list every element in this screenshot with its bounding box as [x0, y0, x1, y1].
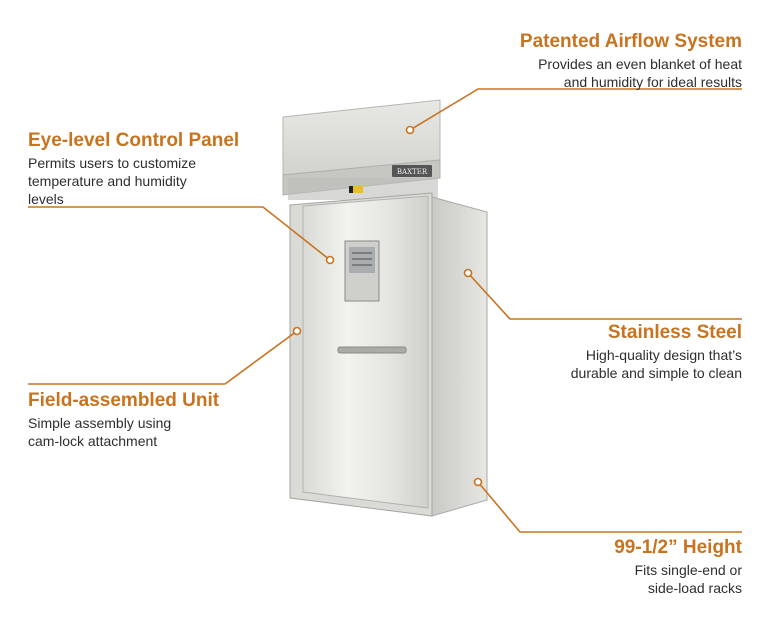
callout-airflow-title: Patented Airflow System	[519, 31, 742, 52]
warning-label	[349, 186, 363, 193]
airflow-housing	[282, 99, 441, 200]
callout-field-assembled-body: Simple assembly using cam-lock attachmen…	[28, 415, 172, 449]
callout-field-assembled: Field-assembled Unit Simple assembly usi…	[28, 390, 219, 450]
callout-stainless: Stainless Steel High-quality design that…	[571, 322, 742, 382]
callout-control-panel: Eye-level Control Panel Permits users to…	[28, 130, 239, 208]
side-panel	[431, 196, 488, 517]
callout-field-assembled-title: Field-assembled Unit	[28, 390, 220, 411]
callout-height-title: 99-1/2” Height	[614, 537, 742, 558]
callout-airflow-body: Provides an even blanket of heat and hum…	[538, 56, 742, 90]
callout-stainless-title: Stainless Steel	[607, 322, 742, 343]
leader-lines	[28, 88, 742, 533]
callout-height-body: Fits single-end or side-load racks	[634, 562, 742, 596]
callout-control-panel-title: Eye-level Control Panel	[28, 130, 240, 151]
callout-stainless-body: High-quality design that’s durable and s…	[570, 347, 742, 381]
control-panel	[344, 240, 380, 302]
leader-dots	[292, 125, 483, 487]
brand-plate: BAXTER	[392, 165, 432, 177]
door-handle	[337, 346, 407, 354]
callout-height: 99-1/2” Height Fits single-end or side-l…	[614, 537, 742, 597]
brand-plate-text: BAXTER	[397, 168, 428, 176]
callout-airflow: Patented Airflow System Provides an even…	[520, 31, 742, 91]
callout-control-panel-body: Permits users to customize temperature a…	[28, 155, 197, 207]
